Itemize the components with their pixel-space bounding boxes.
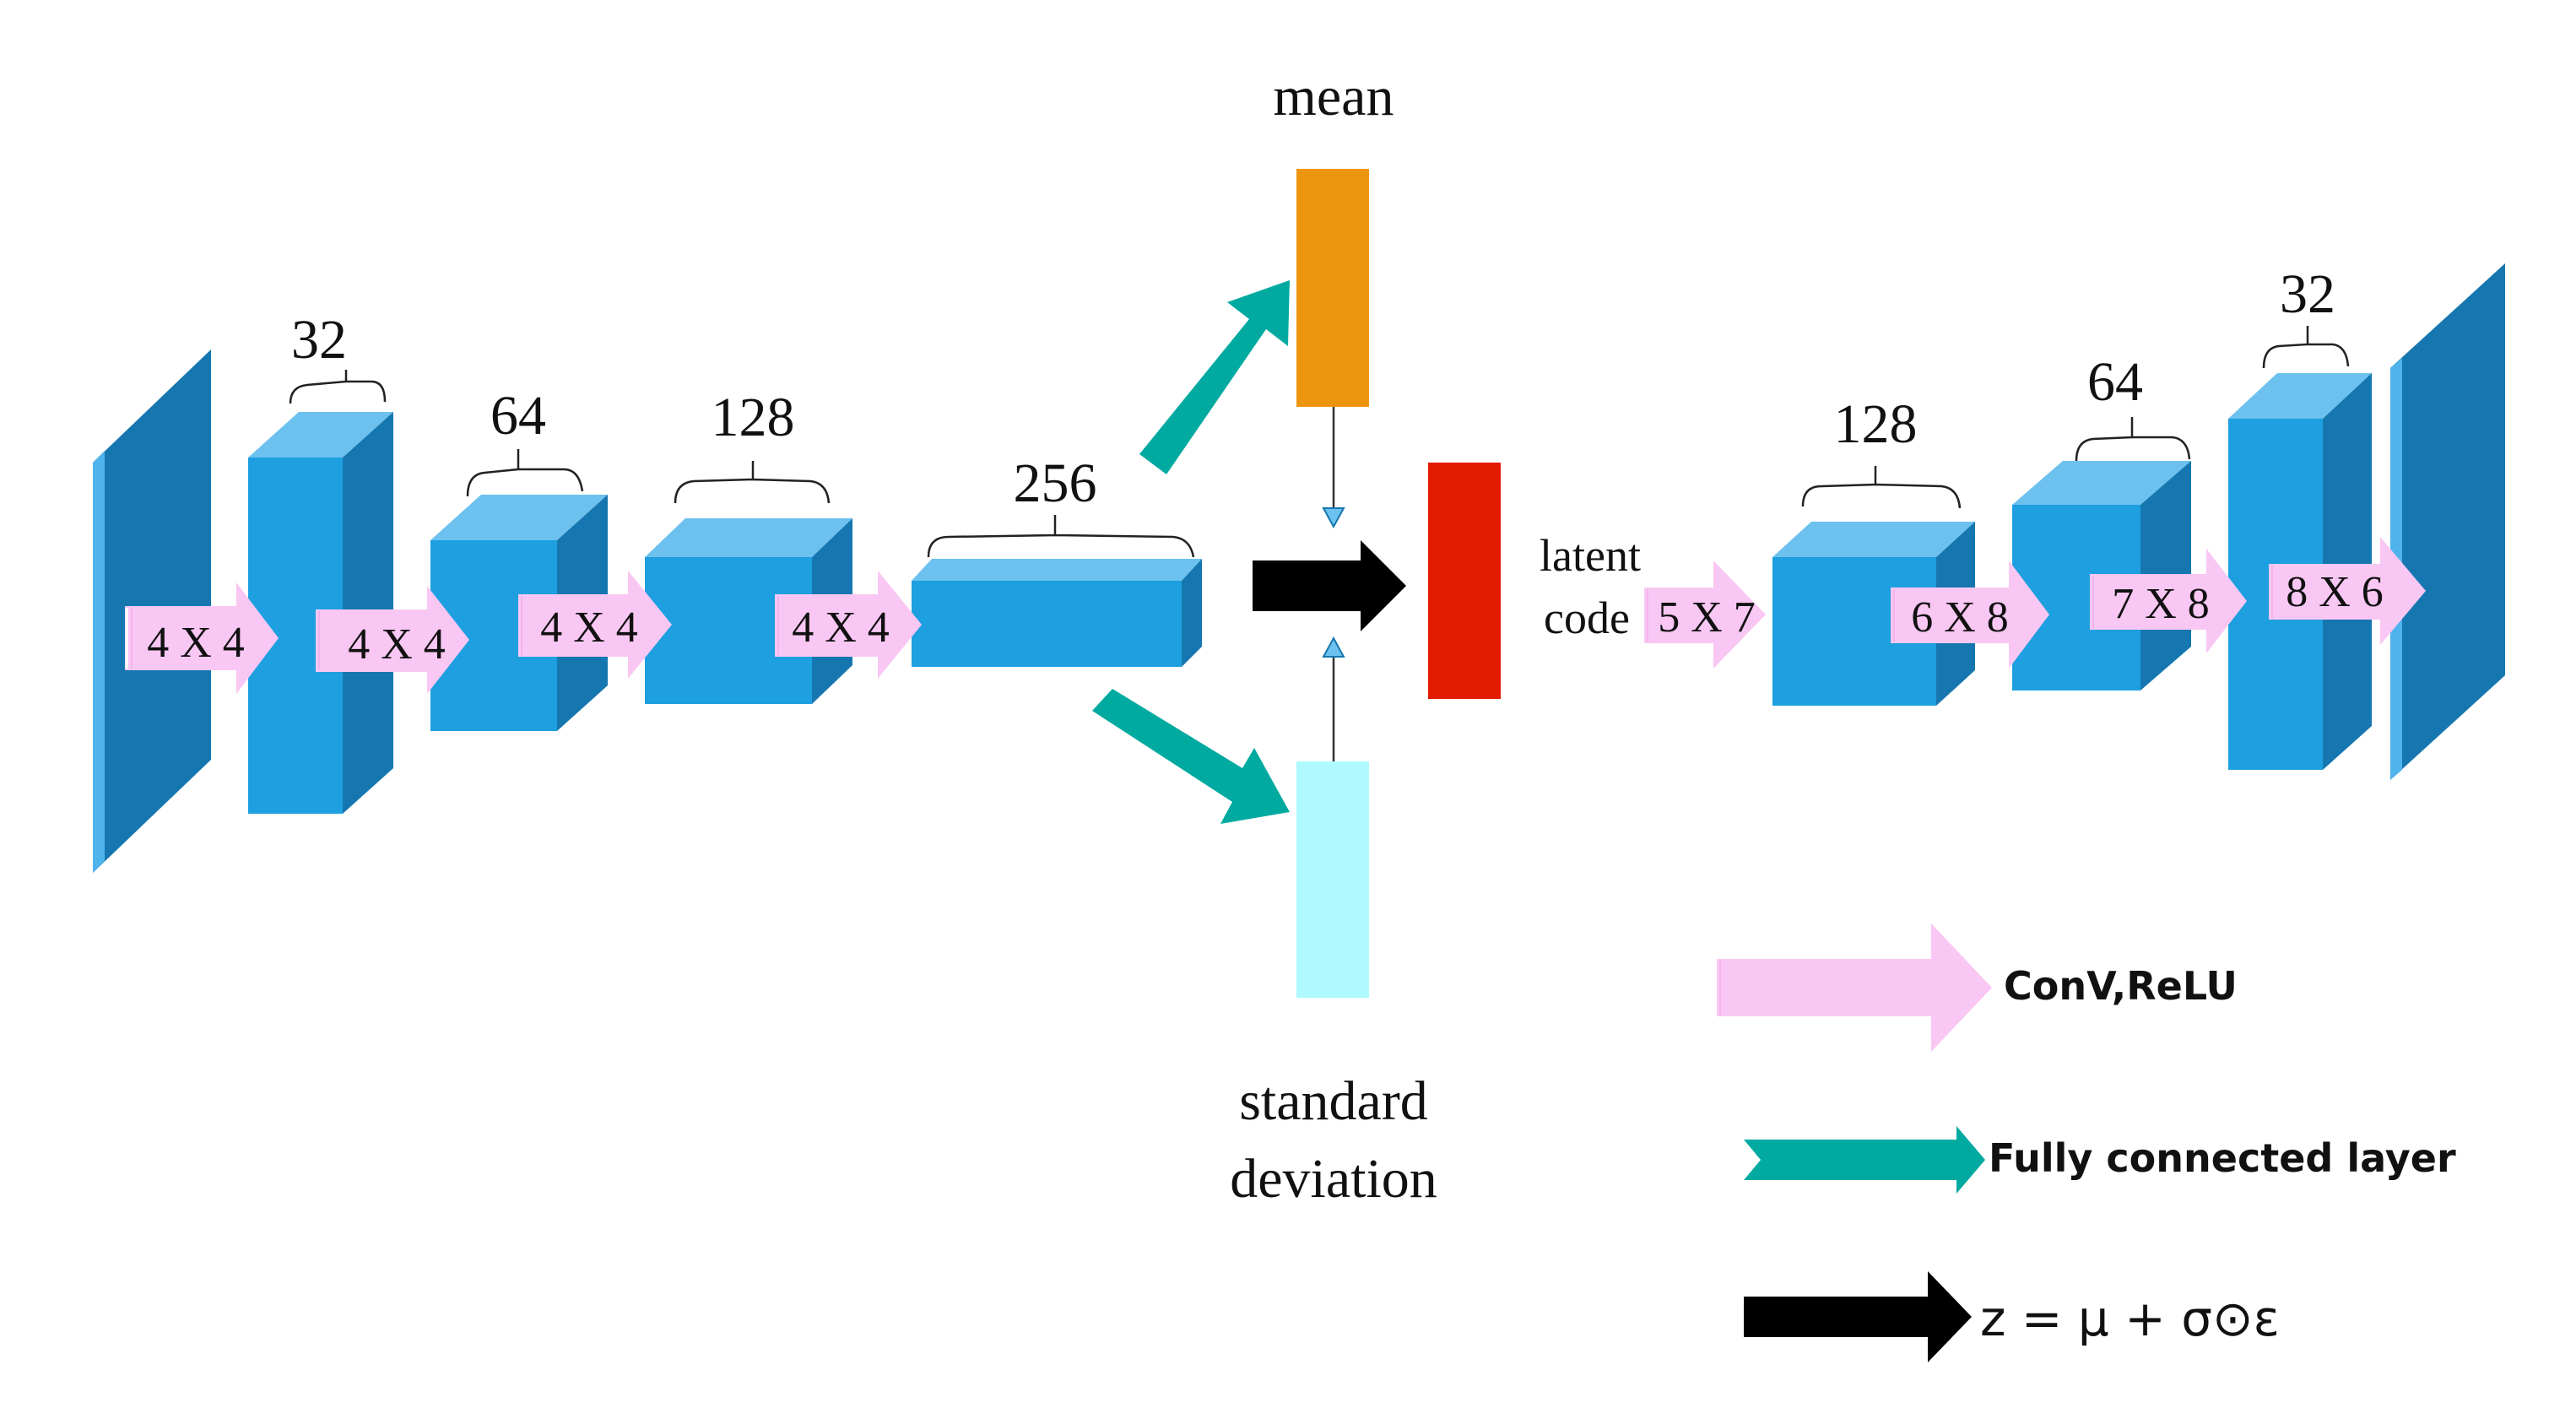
conv-arrow-enc-2 xyxy=(316,586,469,694)
channel-label-128: 128 xyxy=(712,387,795,448)
kernel-label-dec-4: 8 X 6 xyxy=(2286,568,2384,616)
latent-label-line1: latent xyxy=(1540,530,1641,581)
std-label-line2: deviation xyxy=(1230,1148,1437,1210)
encoder-brace-64 xyxy=(466,449,584,497)
conv-arrow-enc-4 xyxy=(775,571,922,679)
kernel-label-enc-1: 4 X 4 xyxy=(147,619,245,667)
kernel-label-dec-3: 7 X 8 xyxy=(2112,580,2210,628)
output-plane xyxy=(2390,263,2505,780)
encoder-brace-32 xyxy=(289,370,387,404)
legend-conv-arrow xyxy=(1717,923,1992,1052)
legend-conv-label: ConV,ReLU xyxy=(2004,963,2238,1009)
decoder-brace-64 xyxy=(2075,417,2191,462)
reparam-arrow xyxy=(1253,540,1406,631)
mean-connector-arrow xyxy=(1322,407,1345,529)
latent-code-vector xyxy=(1428,463,1501,699)
kernel-label-dec-2: 6 X 8 xyxy=(1911,593,2009,642)
encoder-brace-256 xyxy=(927,515,1195,558)
channel-label-dec-64: 64 xyxy=(2087,351,2143,413)
channel-label-256: 256 xyxy=(1014,452,1097,514)
conv-arrow-dec-4 xyxy=(2269,537,2426,645)
fc-arrow-to-std xyxy=(1092,689,1290,824)
legend-reparam-label: z = μ + σ⊙ε xyxy=(1980,1290,2280,1347)
conv-arrow-enc-3 xyxy=(518,571,672,679)
channel-label-32: 32 xyxy=(291,309,347,371)
legend-fc-arrow xyxy=(1744,1126,1985,1194)
std-label-line1: standard xyxy=(1239,1070,1428,1132)
kernel-label-enc-3: 4 X 4 xyxy=(540,604,638,652)
decoder-brace-128 xyxy=(1801,466,1962,509)
mean-label: mean xyxy=(1274,66,1394,127)
decoder-brace-32 xyxy=(2262,326,2350,369)
legend-reparam-arrow xyxy=(1744,1271,1972,1362)
kernel-label-dec-1: 5 X 7 xyxy=(1658,593,1756,642)
encoder-brace-128 xyxy=(674,461,831,504)
kernel-label-enc-2: 4 X 4 xyxy=(348,620,446,669)
conv-arrow-dec-3 xyxy=(2090,549,2247,653)
encoder-block-256 xyxy=(912,559,1202,667)
legend-fc-label: Fully connected layer xyxy=(1989,1135,2456,1181)
conv-arrow-dec-1 xyxy=(1644,560,1766,669)
fc-arrow-to-mean xyxy=(1139,280,1290,474)
std-connector-arrow xyxy=(1322,636,1345,761)
conv-arrow-enc-1 xyxy=(125,582,279,694)
latent-label-line2: code xyxy=(1544,593,1630,643)
conv-arrow-dec-2 xyxy=(1891,560,2049,669)
std-vector xyxy=(1296,761,1369,998)
kernel-label-enc-4: 4 X 4 xyxy=(792,604,890,652)
channel-label-dec-128: 128 xyxy=(1834,393,1918,455)
channel-label-64: 64 xyxy=(490,385,546,447)
mean-vector xyxy=(1296,169,1369,407)
channel-label-dec-32: 32 xyxy=(2280,263,2335,325)
